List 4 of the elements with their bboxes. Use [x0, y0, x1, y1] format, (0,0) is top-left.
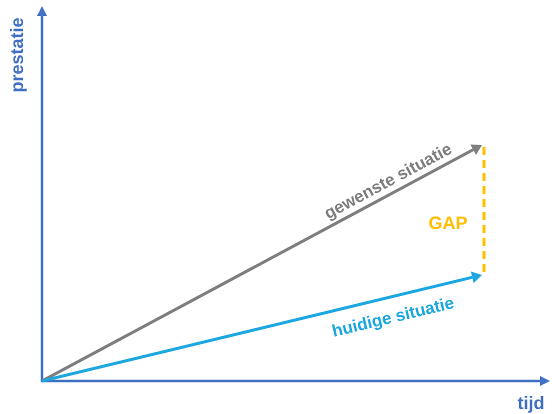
gap-label: GAP	[428, 214, 468, 232]
axis-label: tijd	[518, 394, 544, 412]
axis-label: prestatie	[8, 17, 26, 93]
line-label: huidige situatie	[330, 294, 456, 340]
